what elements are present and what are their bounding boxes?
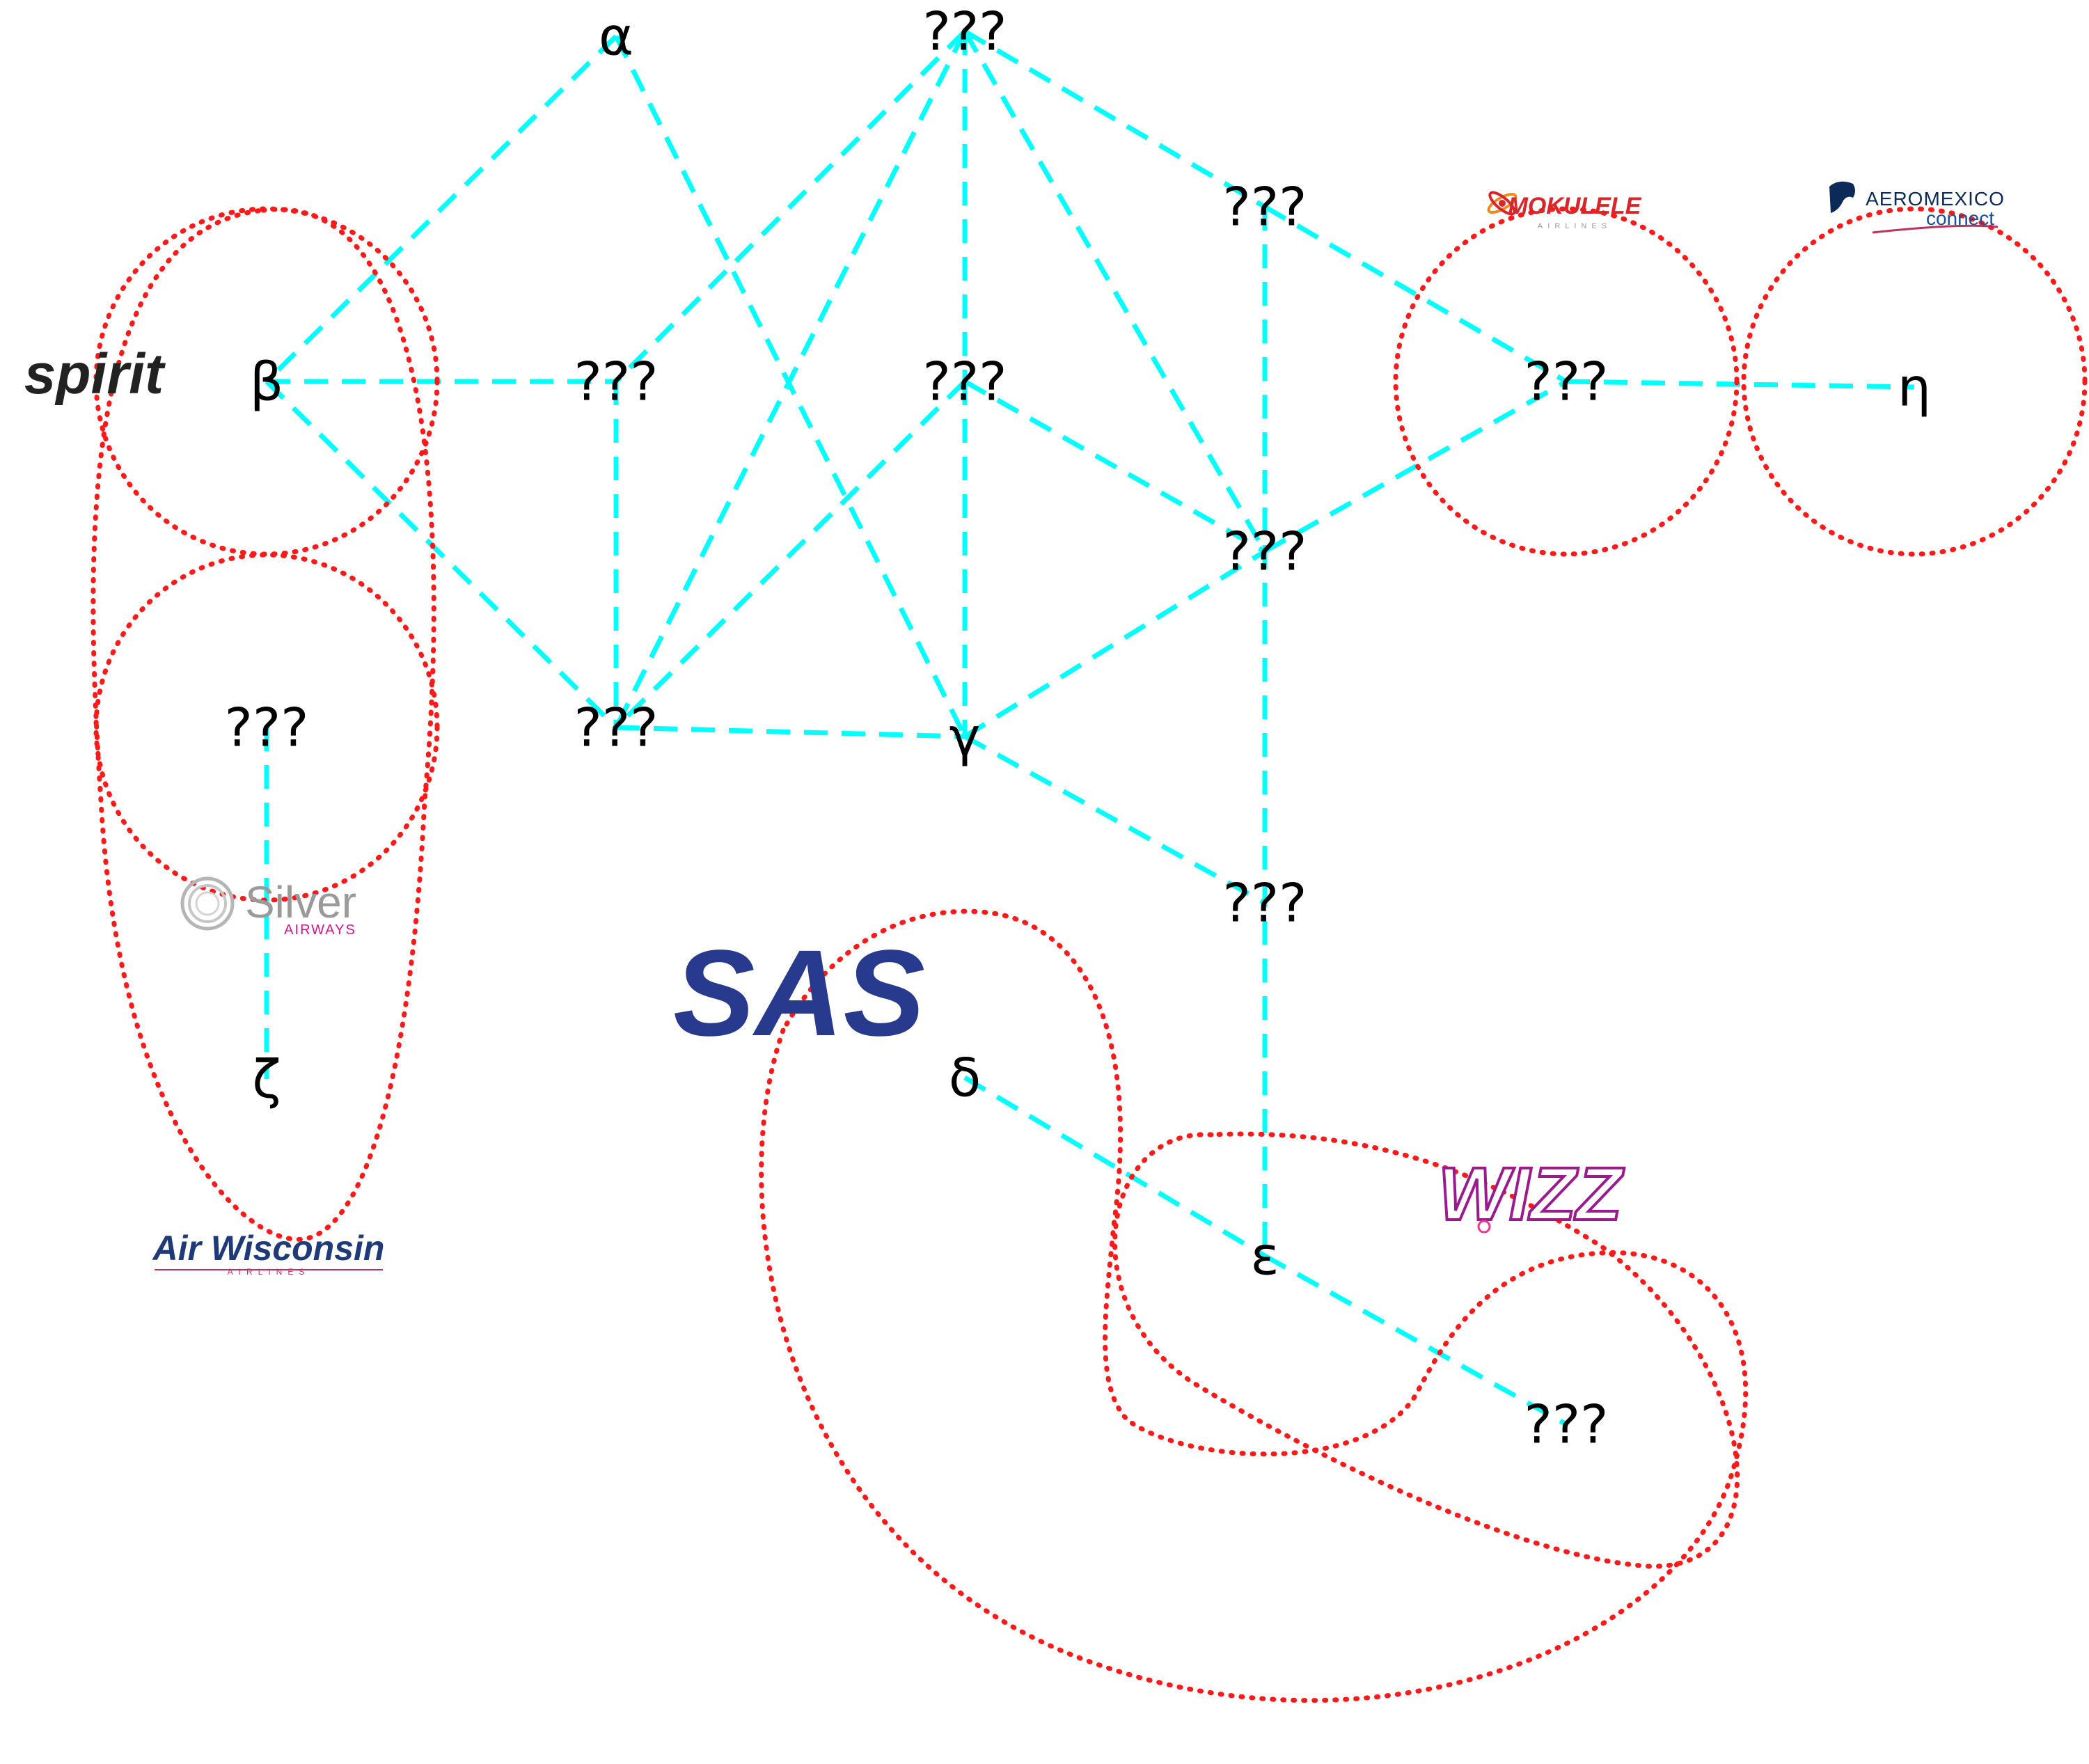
wizz-logo-text: WIZZ [1438, 1151, 1625, 1236]
node-delta: δ [949, 1047, 982, 1109]
edge-m3-eta [1566, 379, 1915, 390]
node-gamma: γ [949, 706, 981, 768]
edge-r1-m3 [1263, 204, 1568, 384]
edge-alpha-beta [265, 34, 618, 384]
node-eta: η [1898, 356, 1931, 418]
edge-beta-bl [265, 379, 618, 730]
silver-ring-icon [180, 876, 235, 931]
groups-layer [90, 206, 2088, 1703]
node-epsilon: ε [1250, 1225, 1279, 1287]
node-br: ??? [1524, 1394, 1608, 1456]
node-mid2: ??? [922, 351, 1007, 413]
edge-mid2-r2 [963, 379, 1266, 554]
mokulele-logo-subtext: AIRLINES [1538, 222, 1611, 230]
edge-top-r1 [963, 29, 1266, 210]
node-top: ??? [922, 1, 1007, 63]
mokulele-logo: MOKULELE AIRLINES [1487, 191, 1642, 230]
group-spirit-outline [93, 206, 440, 557]
nodes-layer: α??? β??????????????? η?????? γ??? ζ δ ε??? [224, 1, 1931, 1456]
edges-layer [264, 29, 1915, 1427]
edge-top-mid1 [614, 29, 967, 384]
edge-top-bl [613, 30, 968, 729]
group-wizz-outline [1112, 1131, 1740, 1569]
sas-logo: SAS [673, 925, 925, 1062]
spirit-logo: spirit [24, 342, 166, 406]
node-alpha: α [599, 6, 633, 68]
logos-layer: spirit Silver AIRWAYS Air Wisconsin AIRL… [24, 181, 2005, 1277]
node-left: ??? [224, 697, 308, 759]
aeromexico-connect-logo: AEROMEXICO connect [1829, 181, 2005, 234]
edge-top-r2 [962, 30, 1268, 553]
edge-delta-epsilon [963, 1075, 1266, 1259]
aeromexico-swoosh [1872, 224, 1999, 234]
mokulele-flower-icon [1487, 191, 1518, 216]
silver-logo-subtext: AIRWAYS [284, 922, 356, 938]
wizz-logo: WIZZ [1437, 1150, 1626, 1237]
node-zeta: ζ [252, 1048, 281, 1110]
air-wisconsin-logo-text: Air Wisconsin [152, 1229, 385, 1268]
group-aeromexico-outline [1741, 206, 2088, 557]
node-r1: ??? [1222, 176, 1307, 238]
node-bl: ??? [574, 697, 658, 759]
node-beta: β [250, 351, 284, 413]
mokulele-logo-text: MOKULELE [1508, 193, 1642, 219]
silver-logo-text: Silver [245, 877, 356, 927]
spirit-logo-text: spirit [24, 342, 166, 406]
eagle-knight-icon [1829, 181, 1855, 213]
edge-epsilon-br [1263, 1253, 1568, 1427]
group-mokulele-outline [1393, 206, 1740, 557]
edge-gamma-r3 [963, 734, 1266, 906]
silver-airways-logo: Silver AIRWAYS [180, 876, 356, 938]
edge-mid2-bl [614, 379, 967, 730]
air-wisconsin-logo-subtext: AIRLINES [228, 1267, 310, 1277]
edge-alpha-gamma [613, 35, 968, 738]
node-m3: ??? [1524, 351, 1608, 413]
air-wisconsin-logo: Air Wisconsin AIRLINES [152, 1229, 385, 1277]
group-silver-outline [93, 552, 440, 903]
sas-logo-text: SAS [673, 925, 925, 1062]
node-mid1: ??? [574, 351, 658, 413]
group-sas-outline [759, 908, 1749, 1703]
node-r3: ??? [1222, 872, 1307, 934]
wizz-dot-icon [1477, 1220, 1491, 1234]
node-r2: ??? [1222, 521, 1307, 583]
edge-bl-gamma [615, 725, 965, 739]
aeromexico-logo-text: AEROMEXICO [1866, 188, 2005, 210]
edge-gamma-r2 [963, 549, 1266, 739]
